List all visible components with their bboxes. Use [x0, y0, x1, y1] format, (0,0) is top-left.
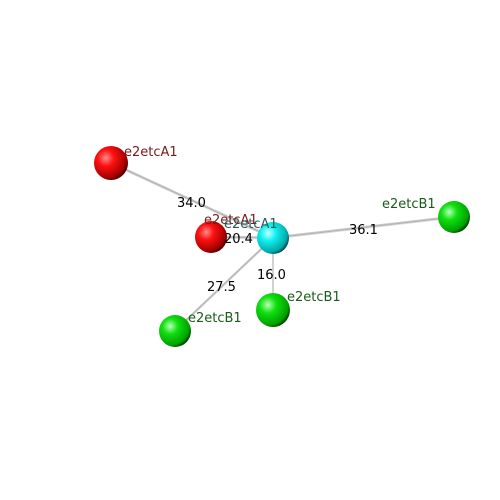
- distance-line: [272, 217, 455, 240]
- atom-sphere-cyan[interactable]: [257, 222, 289, 254]
- distance-line: [174, 237, 274, 332]
- distance-label: 20.4: [224, 232, 253, 247]
- distance-line: [174, 238, 274, 333]
- atom-label: e2etcB1: [382, 197, 436, 212]
- atom-sphere-red[interactable]: [94, 146, 128, 180]
- distance-line: [174, 236, 274, 331]
- distance-line: [110, 163, 274, 240]
- distance-line: [272, 215, 455, 238]
- distance-label: 36.1: [349, 223, 378, 238]
- distance-line: [272, 216, 455, 239]
- atom-label: e2etcA1: [224, 217, 278, 232]
- distance-label: 16.0: [257, 268, 286, 283]
- atom-label: e2etcA1: [204, 213, 258, 228]
- atom-sphere-green[interactable]: [159, 315, 191, 347]
- distance-label: 34.0: [177, 196, 206, 211]
- atom-sphere-green[interactable]: [438, 201, 470, 233]
- distance-line: [110, 162, 274, 239]
- atom-label: e2etcB1: [188, 311, 242, 326]
- atom-label: e2etcA1: [124, 145, 178, 160]
- atom-sphere-green[interactable]: [256, 293, 290, 327]
- atom-sphere-red[interactable]: [195, 221, 227, 253]
- atom-label: e2etcB1: [287, 290, 341, 305]
- distance-line: [110, 161, 274, 238]
- distance-label: 27.5: [207, 280, 236, 295]
